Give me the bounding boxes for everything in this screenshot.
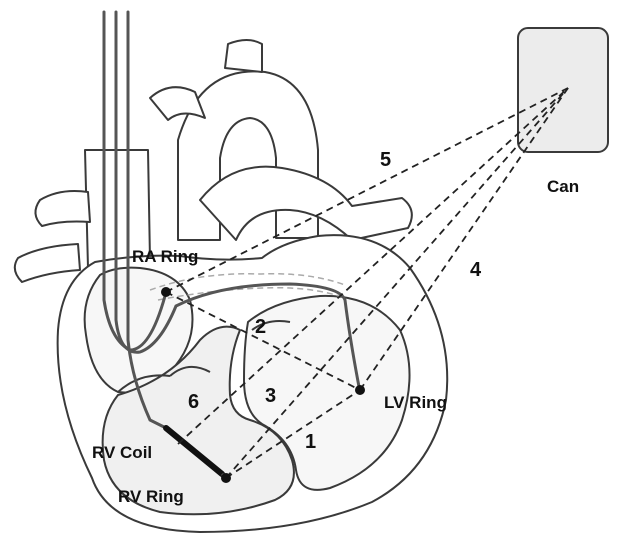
aortic-branch-1 [150, 87, 205, 120]
rv-ring-label: RV Ring [118, 487, 184, 506]
lv-ring-electrode [355, 385, 365, 395]
rv-coil-label: RV Coil [92, 443, 152, 462]
vector-label-4: 4 [470, 259, 482, 281]
lv-ring-label: LV Ring [384, 393, 447, 412]
vector-label-5: 5 [380, 149, 391, 171]
brachiocephalic-vessel [35, 191, 90, 226]
aortic-branch-2 [225, 40, 262, 72]
vector-label-6: 6 [188, 391, 199, 413]
ra-ring-electrode [161, 287, 171, 297]
ra-ring-label: RA Ring [132, 247, 198, 266]
vector-label-1: 1 [305, 431, 316, 453]
vector-label-3: 3 [265, 385, 276, 407]
rv-ring-electrode [221, 473, 231, 483]
vector-label-2: 2 [255, 316, 266, 338]
can-label: Can [547, 177, 579, 196]
heart-anatomy [15, 40, 447, 532]
pulmonary-vein-left [15, 244, 80, 282]
